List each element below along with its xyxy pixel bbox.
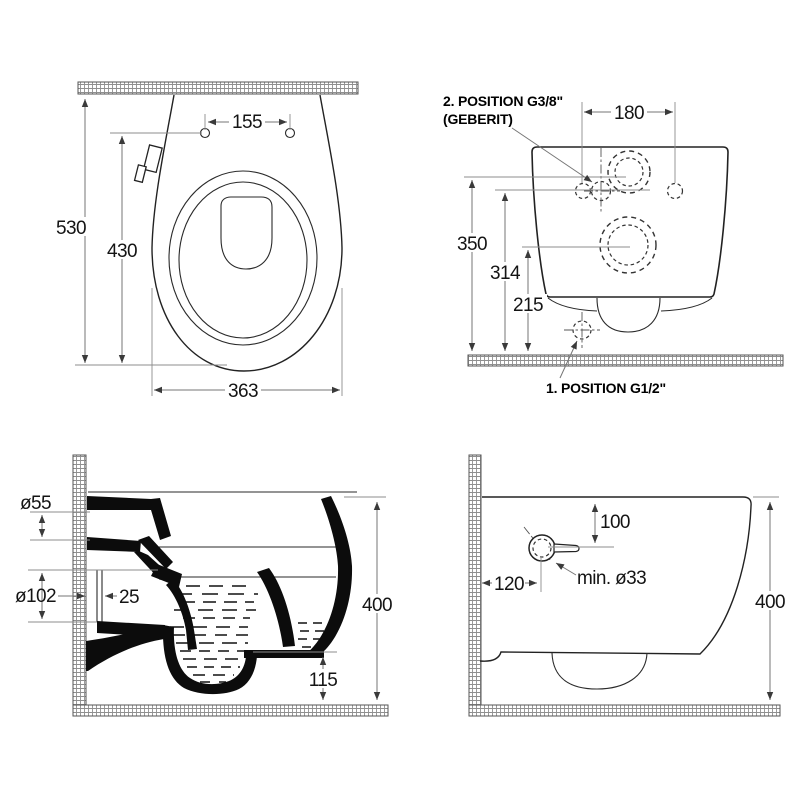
- dim-400-label: 400: [755, 592, 785, 613]
- position-g12-label: 1. POSITION G1/2": [546, 380, 666, 396]
- dim-min33-label: min. ø33: [577, 568, 646, 589]
- floor-hatch: [468, 704, 781, 717]
- dim-25-label: 25: [119, 587, 139, 608]
- floor-hatch: [72, 704, 389, 717]
- dim-55-label: ø55: [20, 493, 51, 514]
- dim-314-label: 314: [490, 263, 521, 284]
- drain-spout: [551, 652, 648, 690]
- inlet-circle-outer: [607, 150, 651, 194]
- leader-g12: [559, 340, 578, 379]
- dim-115-label: 115: [309, 670, 338, 691]
- inlet-circle-inner: [614, 157, 644, 187]
- dim-102-label: ø102: [15, 586, 56, 607]
- position-g38-label-line2: (GEBERIT): [443, 111, 513, 127]
- flush-valve: [523, 526, 580, 562]
- dim-155-label: 155: [232, 112, 262, 133]
- valve-lever: [553, 543, 580, 553]
- trap-section: [162, 625, 257, 695]
- leader-min33: [555, 562, 577, 576]
- dim-430-label: 430: [107, 241, 137, 262]
- crosshair-g12: [564, 312, 600, 348]
- flush-opening: [220, 196, 273, 270]
- drain-spout: [596, 297, 661, 333]
- side-view: 100 120 min. ø33 400: [468, 454, 789, 717]
- dim-530-label: 530: [56, 218, 86, 239]
- top-view: 155 530 430 363: [53, 81, 359, 402]
- dim-400-label: 400: [362, 595, 392, 616]
- dim-180-label: 180: [614, 103, 644, 124]
- dim-350-label: 350: [457, 234, 487, 255]
- back-view: 180 350 314 215 2. POSITION G3/8" (GEBER…: [443, 93, 784, 396]
- seat-ring-outer: [168, 170, 318, 346]
- floor-hatch: [467, 354, 784, 367]
- ceramic-section: [86, 496, 353, 695]
- wall-hatch: [77, 81, 359, 95]
- body-outline: [479, 496, 752, 662]
- jet-channel: [166, 579, 197, 650]
- bowl-outline: [151, 94, 343, 372]
- position-g38-label-line1: 2. POSITION G3/8": [443, 93, 563, 109]
- body-outline: [531, 146, 729, 298]
- drain-circle-inner: [607, 224, 649, 266]
- bowl-silhouette-left: [547, 297, 598, 312]
- dim-215-label: 215: [513, 295, 543, 316]
- wall-hatch: [468, 454, 482, 708]
- dim-100-label: 100: [600, 512, 630, 533]
- wall-hatch: [72, 454, 87, 708]
- section-view: ø55 ø102 25 115 400: [15, 454, 396, 717]
- dim-120-label: 120: [494, 574, 524, 595]
- bowl-silhouette-right: [660, 297, 713, 312]
- valve-handle: [133, 144, 163, 184]
- leader-g38: [511, 127, 593, 183]
- dim-363-label: 363: [228, 381, 258, 402]
- drain-circle-outer: [599, 216, 657, 274]
- fixing-hole-right: [666, 182, 684, 200]
- seat-ring-inner: [178, 181, 308, 339]
- crosshair-g38: [584, 148, 620, 213]
